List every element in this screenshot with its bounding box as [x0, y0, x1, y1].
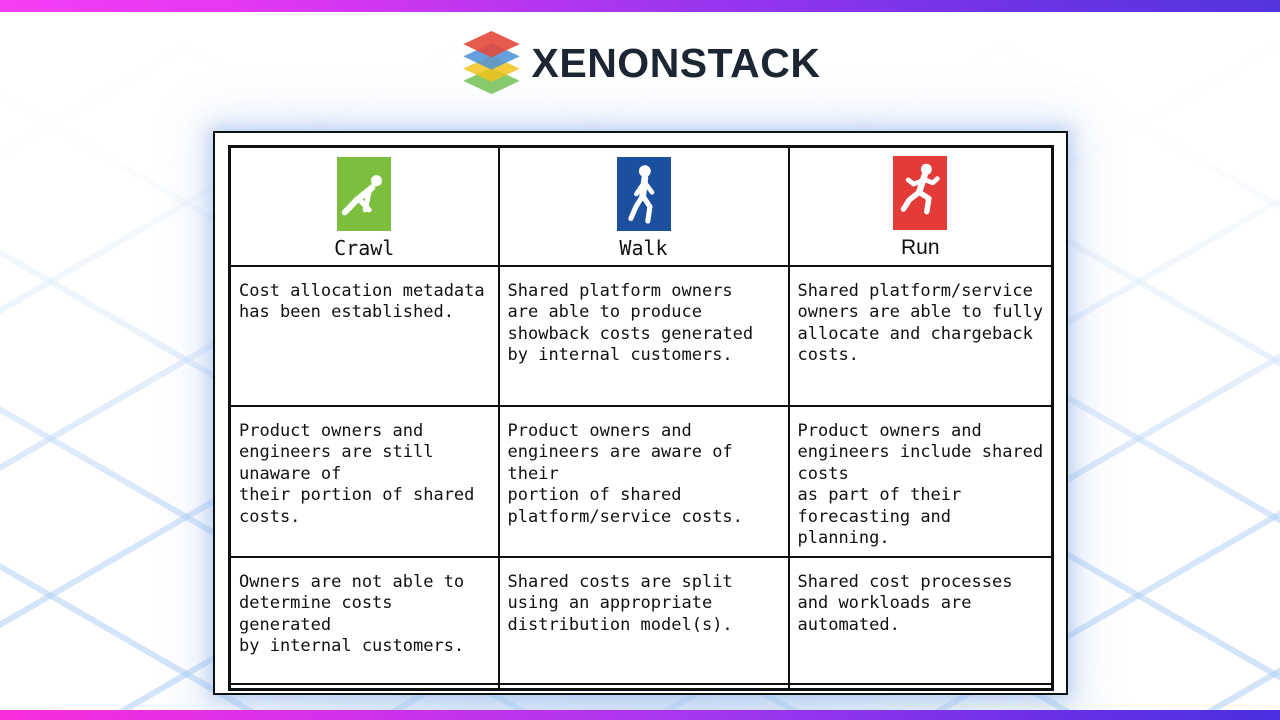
maturity-table-container: Crawl Walk: [213, 131, 1068, 695]
crawling-person-icon: [337, 156, 392, 231]
cell-run-3: Shared cost processes and workloads are …: [787, 555, 1054, 685]
brand-name: XENONSTACK: [531, 39, 821, 86]
table-row: Product owners and engineers are still u…: [228, 404, 1054, 558]
cell-walk-3: Shared costs are split using an appropri…: [497, 555, 790, 685]
stack-layers-icon: [463, 30, 520, 95]
cell-walk-2: Product owners and engineers are aware o…: [497, 404, 790, 558]
running-person-icon: [893, 156, 948, 231]
cell-run-2: Product owners and engineers include sha…: [787, 404, 1054, 558]
cell-crawl-3: Owners are not able to determine costs g…: [228, 555, 500, 685]
table-row: Owners are not able to determine costs g…: [228, 555, 1054, 685]
header-row: Crawl Walk: [228, 145, 1054, 267]
column-label-walk: Walk: [619, 235, 668, 260]
column-label-run: Run: [900, 236, 940, 260]
walking-person-icon: [616, 156, 671, 231]
brand-header: XENONSTACK: [460, 30, 821, 96]
spacer-row: [228, 682, 1054, 691]
bottom-gradient-bar: [0, 710, 1280, 720]
column-header-walk: Walk: [497, 145, 790, 267]
maturity-table: Crawl Walk: [228, 145, 1054, 691]
cell-run-1: Shared platform/service owners are able …: [787, 264, 1054, 407]
cell-crawl-1: Cost allocation metadata has been establ…: [228, 264, 500, 407]
column-label-crawl: Crawl: [334, 235, 395, 260]
column-header-crawl: Crawl: [228, 145, 500, 267]
cell-walk-1: Shared platform owners are able to produ…: [497, 264, 790, 407]
cell-crawl-2: Product owners and engineers are still u…: [228, 404, 500, 558]
table-row: Cost allocation metadata has been establ…: [228, 264, 1054, 407]
column-header-run: Run: [787, 145, 1054, 267]
top-gradient-bar: [0, 0, 1280, 12]
